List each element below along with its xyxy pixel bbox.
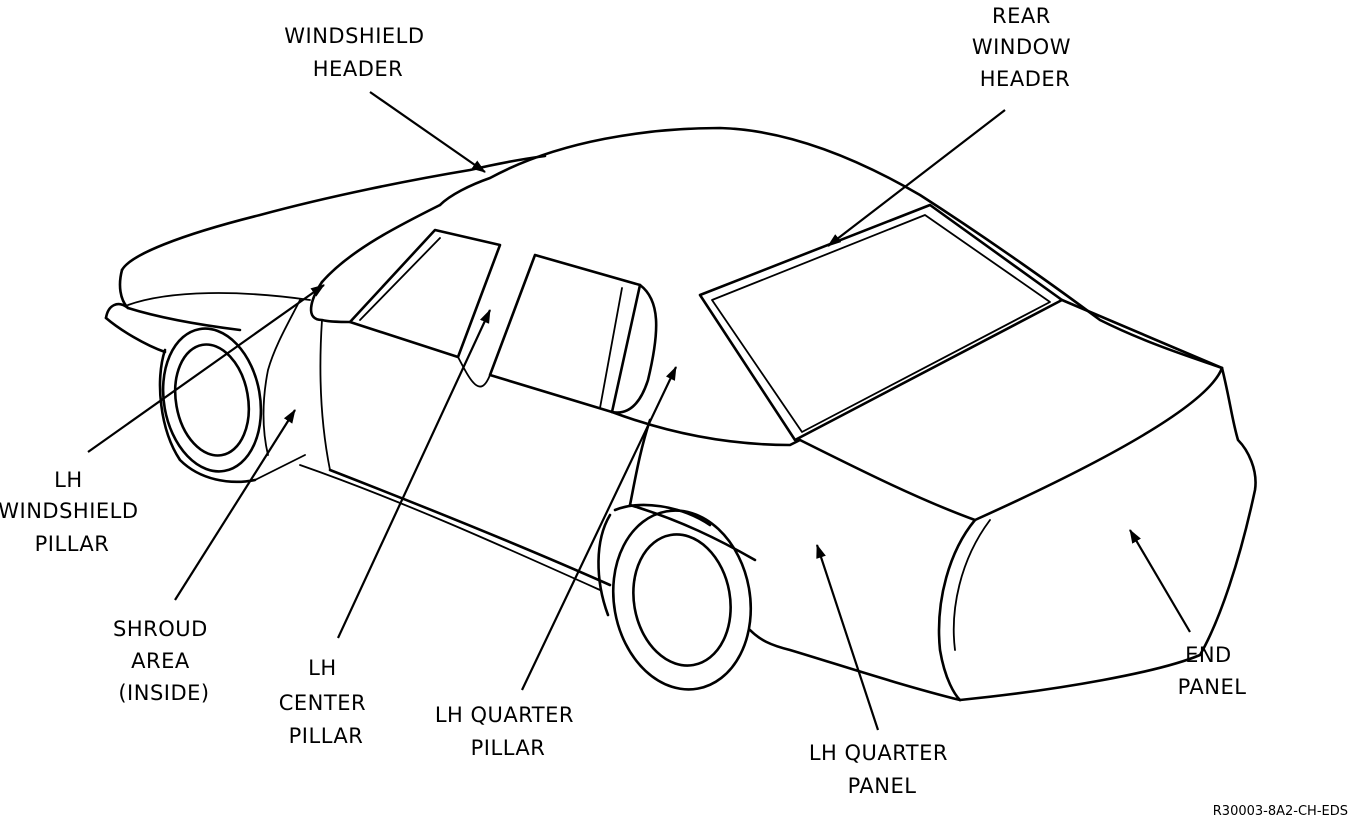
label-line: HEADER bbox=[980, 67, 1070, 91]
end-panel-arrow bbox=[1129, 529, 1191, 633]
label-line: AREA bbox=[131, 649, 190, 673]
end-panel-label: END PANEL bbox=[1178, 643, 1247, 699]
lh-quarter-pillar-label: LH QUARTER PILLAR bbox=[435, 703, 581, 760]
lh-quarter-panel-arrow bbox=[815, 544, 880, 731]
label-line: PANEL bbox=[1178, 675, 1247, 699]
lh-center-pillar-label: LH CENTER PILLAR bbox=[279, 656, 374, 748]
label-line: LH bbox=[308, 656, 337, 680]
shroud-area-arrow bbox=[174, 409, 296, 601]
label-line: WINDSHIELD bbox=[0, 499, 139, 523]
label-line: CENTER bbox=[279, 691, 366, 715]
label-line: PILLAR bbox=[35, 532, 110, 556]
lh-center-pillar-arrow bbox=[337, 309, 491, 639]
windshield-header-label: WINDSHIELD HEADER bbox=[284, 24, 431, 81]
label-line: PILLAR bbox=[289, 724, 364, 748]
lh-windshield-pillar-label: LH WINDSHIELD PILLAR bbox=[0, 468, 146, 556]
figure-code: R30003-8A2-CH-EDS bbox=[1213, 804, 1348, 819]
label-line: LH QUARTER bbox=[435, 703, 574, 727]
shroud-area-label: SHROUD AREA (INSIDE) bbox=[113, 617, 215, 705]
lh-windshield-pillar-arrow bbox=[87, 284, 325, 453]
windshield-header-arrow bbox=[369, 91, 486, 173]
label-line: REAR bbox=[992, 4, 1051, 28]
label-line: LH QUARTER bbox=[809, 741, 948, 765]
leader-arrows bbox=[87, 91, 1191, 731]
label-line: WINDOW bbox=[972, 35, 1071, 59]
lh-quarter-panel-label: LH QUARTER PANEL bbox=[809, 741, 955, 798]
label-line: LH bbox=[54, 468, 83, 492]
car-drawing bbox=[104, 126, 1257, 702]
label-line: END bbox=[1185, 643, 1232, 667]
label-line: HEADER bbox=[313, 57, 403, 81]
rear-window-header-label: REAR WINDOW HEADER bbox=[972, 4, 1078, 91]
rear-window-header-arrow bbox=[827, 109, 1006, 247]
label-line: SHROUD bbox=[113, 617, 208, 641]
label-line: WINDSHIELD bbox=[284, 24, 424, 48]
lh-quarter-pillar-arrow bbox=[521, 366, 677, 691]
callout-labels: WINDSHIELD HEADER REAR WINDOW HEADER LH … bbox=[0, 4, 1348, 819]
label-line: (INSIDE) bbox=[118, 681, 209, 705]
label-line: PILLAR bbox=[471, 736, 546, 760]
label-line: PANEL bbox=[848, 774, 917, 798]
